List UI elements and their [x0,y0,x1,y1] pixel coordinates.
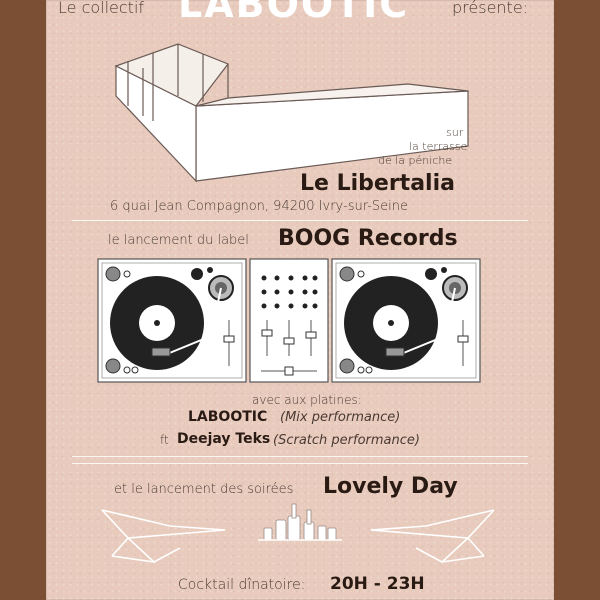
divider-3 [72,463,528,464]
lineup-intro: avec aux platines: [252,393,362,407]
cocktail-label: Cocktail dînatoire: [178,577,306,593]
boat-illustration [114,43,469,183]
artist-1-note: (Mix performance) [280,410,401,425]
artist-2-note: (Scratch performance) [273,433,420,448]
venue-line-peniche: de la péniche [378,154,453,167]
divider-2 [72,456,528,457]
turntable-left-icon [97,258,247,383]
brand-title: LABOOTIC [178,0,410,26]
mixer-icon [249,258,329,383]
venue-name: Le Libertalia [300,171,455,196]
venue-address: 6 quai Jean Compagnon, 94200 Ivry-sur-Se… [110,199,409,214]
collective-label: Le collectif [58,0,145,17]
soirees-name: Lovely Day [323,474,458,499]
bottles-glasses-icon [258,503,342,541]
venue-line-terrasse: la terrasse [409,140,468,153]
divider-1 [72,220,528,221]
label-name: BOOG Records [278,226,458,251]
artist-2: Deejay Teks [177,431,271,447]
label-launch-intro: le lancement du label [108,233,249,248]
soirees-intro: et le lancement des soirées [114,482,294,497]
deckchair-left-icon [101,509,226,563]
turntable-right-icon [331,258,481,383]
cocktail-hours: 20H - 23H [330,574,425,594]
venue-line-sur: sur [446,126,464,139]
presents-label: présente: [452,0,529,17]
artist-1: LABOOTIC [188,409,268,425]
deckchair-right-icon [370,509,495,563]
feat-label: ft [160,433,169,447]
